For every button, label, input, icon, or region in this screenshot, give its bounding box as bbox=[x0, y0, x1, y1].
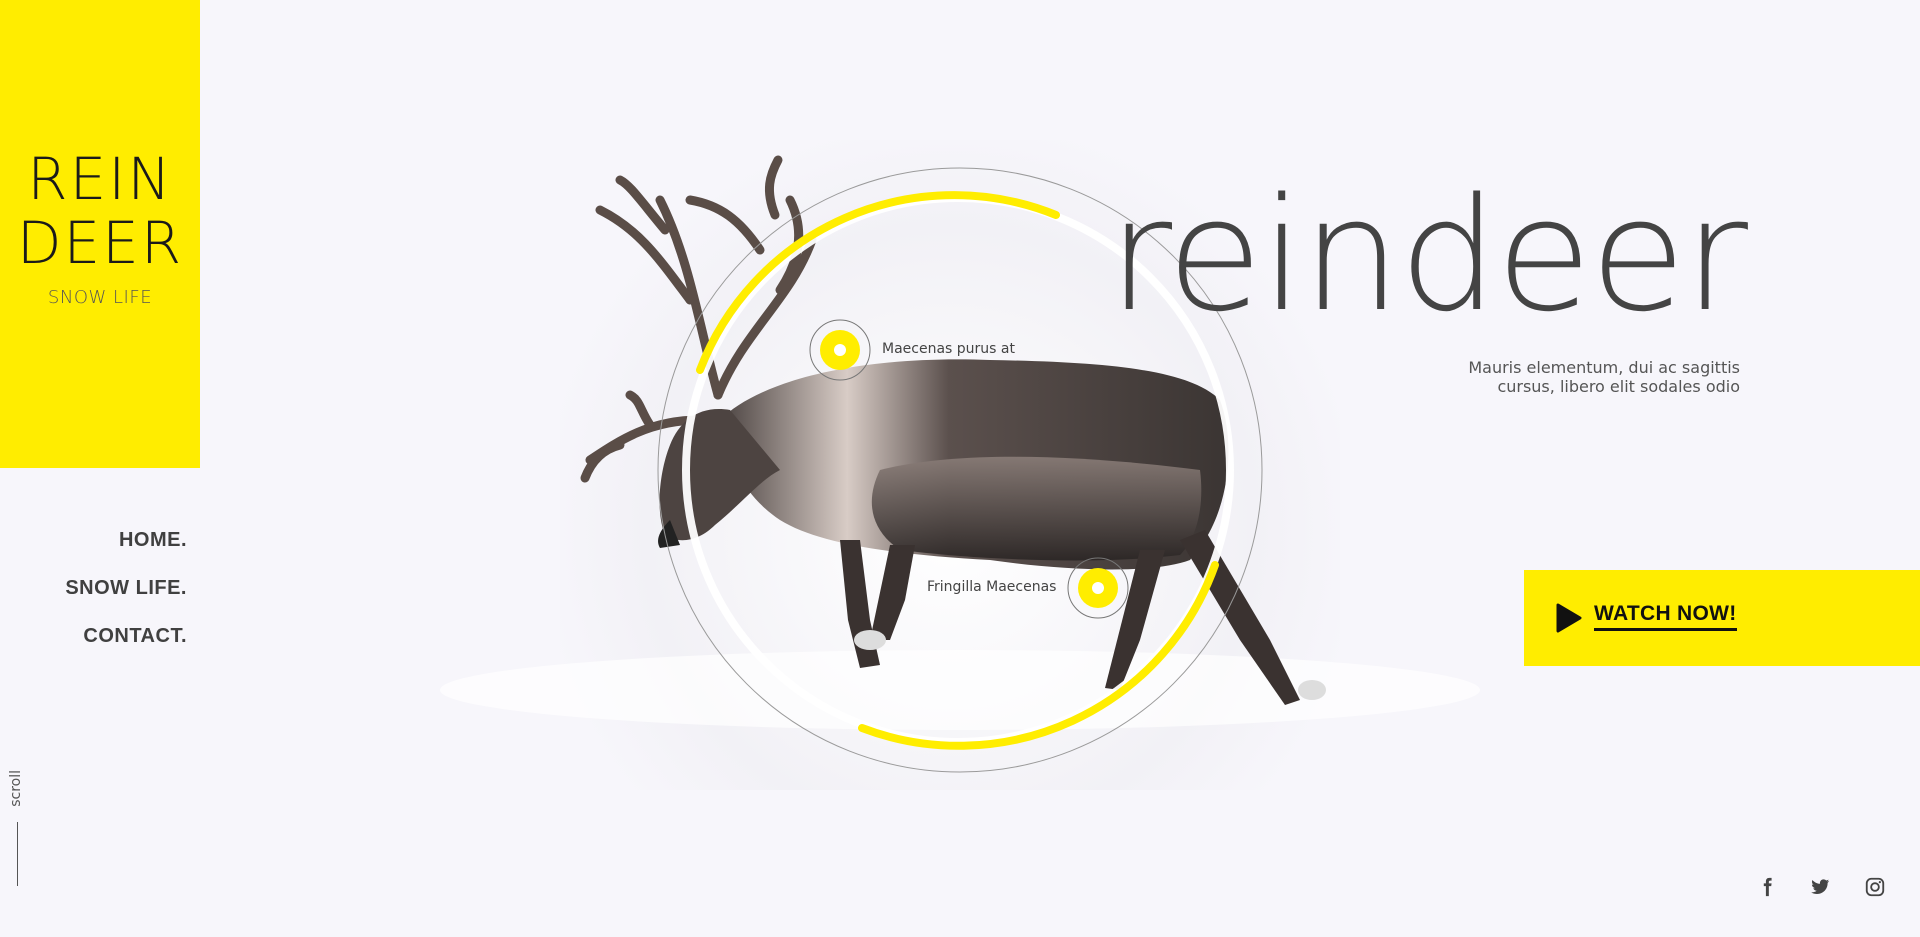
hero-subtitle-line-2: cursus, libero elit sodales odio bbox=[1497, 377, 1740, 396]
logo-line-2: DEER bbox=[16, 209, 184, 277]
instagram-icon[interactable] bbox=[1864, 876, 1886, 898]
watch-now-button[interactable]: WATCH NOW! bbox=[1524, 570, 1920, 666]
play-icon bbox=[1556, 603, 1582, 633]
logo-panel: REIN DEER SNOW LIFE bbox=[0, 0, 200, 468]
hero-title: reindeer bbox=[1108, 164, 1748, 346]
logo-tagline: SNOW LIFE bbox=[47, 287, 153, 308]
callout-label-1[interactable]: Maecenas purus at bbox=[882, 341, 1015, 357]
callout-marker-2 bbox=[1067, 557, 1129, 619]
hero-subtitle: Mauris elementum, dui ac sagittis cursus… bbox=[1420, 358, 1740, 396]
twitter-icon[interactable] bbox=[1809, 876, 1831, 898]
scroll-line bbox=[17, 822, 18, 886]
logo-line-1: REIN bbox=[27, 145, 173, 213]
nav-item-snow-life[interactable]: SNOW LIFE. bbox=[65, 577, 187, 599]
callout-marker-1 bbox=[809, 319, 871, 381]
main-nav: HOME. SNOW LIFE. CONTACT. bbox=[65, 526, 187, 670]
nav-item-home[interactable]: HOME. bbox=[118, 529, 187, 551]
nav-item-contact[interactable]: CONTACT. bbox=[83, 625, 187, 647]
hero-subtitle-line-1: Mauris elementum, dui ac sagittis bbox=[1468, 358, 1740, 377]
callout-label-2[interactable]: Fringilla Maecenas bbox=[927, 579, 1057, 595]
watch-now-label: WATCH NOW! bbox=[1594, 602, 1737, 631]
facebook-icon[interactable] bbox=[1756, 876, 1778, 898]
